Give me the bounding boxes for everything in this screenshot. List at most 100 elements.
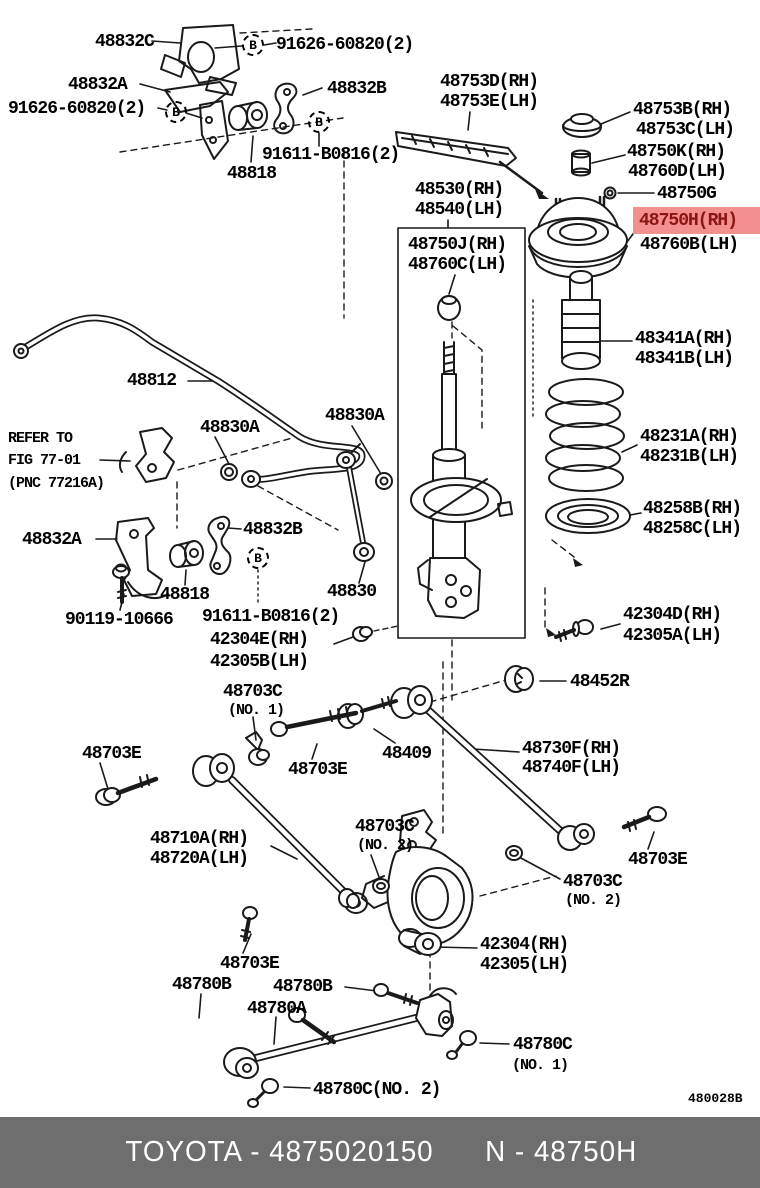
part-label: 48830A: [200, 418, 260, 438]
footer-part-code: N - 48750H: [485, 1136, 638, 1168]
part-label: 48540(LH): [415, 200, 504, 220]
seat-plate-48753d-drawing: [395, 131, 517, 167]
part-label: 48753D(RH): [440, 72, 539, 92]
nut-48750g-drawing: [603, 186, 617, 200]
part-label: 48780C: [513, 1035, 573, 1055]
rod-48710a-drawing: [192, 753, 368, 914]
part-label: 48231A(RH): [640, 427, 739, 447]
b-callout-marker: B: [165, 101, 187, 123]
part-label: 48530(RH): [415, 180, 504, 200]
stabilizer-bar-drawing: [13, 314, 366, 488]
support-48750h-drawing: [528, 195, 628, 279]
b-callout-marker: B: [247, 547, 269, 569]
part-label: 48818: [227, 164, 277, 184]
bolt-90119-10666-drawing: [112, 563, 130, 604]
part-label: 48740F(LH): [522, 758, 621, 778]
coil-spring-48231a-drawing: [545, 378, 625, 492]
clamp-48832b-lower-drawing: [207, 515, 232, 575]
bushing-48818-lower-drawing: [169, 540, 204, 568]
part-label: 42304E(RH): [210, 630, 309, 650]
part-label: 48780B: [172, 975, 232, 995]
part-label: 91611-B0816(2): [202, 607, 340, 627]
part-label: 48703C: [355, 817, 415, 837]
footer-catalog-number: TOYOTA - 4875020150: [125, 1136, 434, 1168]
part-label: 48703C: [223, 682, 283, 702]
part-label: (NO. 1): [512, 1057, 569, 1074]
part-label: 48812: [127, 371, 177, 391]
knuckle-42304-drawing: [361, 809, 474, 956]
part-label: 48750J(RH): [408, 235, 507, 255]
bolt-48780b-mid-drawing: [373, 983, 419, 1006]
strut-box: [397, 227, 526, 639]
refer-bracket-77216a-drawing: [118, 427, 175, 483]
bolt-48780b-left-drawing: [288, 1007, 337, 1045]
assembly-arrow: [498, 160, 549, 199]
part-label: 48341B(LH): [635, 349, 734, 369]
part-label: FIG 77-01: [8, 452, 81, 469]
part-label: 48780B: [273, 977, 333, 997]
part-label: 48832C: [95, 32, 155, 52]
highlighted-part-label: 48750H(RH): [633, 207, 760, 234]
part-label: 48832B: [327, 79, 387, 99]
part-label: 48720A(LH): [150, 849, 249, 869]
diagram-artwork: [13, 24, 667, 1108]
part-label: (NO. 2): [357, 837, 414, 854]
bolt-42304d-drawing: [554, 619, 594, 642]
part-label: 48703E: [220, 954, 280, 974]
bushing-48703c-no2-left-drawing: [338, 878, 390, 909]
part-label: 48780A: [247, 999, 307, 1019]
bracket-48832c-drawing: [160, 24, 240, 96]
bushing-48703c-no2-right-drawing: [505, 845, 523, 861]
part-label: 48703E: [82, 744, 142, 764]
diagram-ref-code: 480028B: [688, 1091, 743, 1106]
part-label: 48750G: [657, 184, 717, 204]
part-label: 48830: [327, 582, 377, 602]
part-label: 48818: [160, 585, 210, 605]
part-label: 48231B(LH): [640, 447, 739, 467]
part-label: 48258B(RH): [643, 499, 742, 519]
part-label: 48832A: [22, 530, 82, 550]
rod-48730f-drawing: [390, 685, 595, 851]
b-callout-marker: B: [308, 111, 330, 133]
part-label: 42304D(RH): [623, 605, 722, 625]
ball-joint-48780c-no1-drawing: [446, 1030, 477, 1060]
part-label: 91626-60820(2): [276, 35, 414, 55]
part-label: 90119-10666: [65, 610, 174, 630]
part-label: 42305A(LH): [623, 626, 722, 646]
part-label: 48750K(RH): [627, 142, 726, 162]
clamp-48832b-top-drawing: [273, 82, 298, 135]
bolt-48703e-left-drawing: [95, 774, 159, 806]
leader-lines: [95, 40, 655, 1089]
part-label: (NO. 2): [565, 892, 622, 909]
bolt-48703e-mid-drawing: [270, 706, 359, 737]
part-label: 48760B(LH): [640, 235, 739, 255]
part-label: 91611-B0816(2): [262, 145, 400, 165]
spring-seat-48258b-drawing: [545, 498, 631, 534]
part-label: 48730F(RH): [522, 739, 621, 759]
part-label: 91626-60820(2): [8, 99, 146, 119]
bushing-48818-top-drawing: [228, 101, 268, 131]
part-label: 48760D(LH): [628, 162, 727, 182]
stabilizer-link-nut-48830a-drawing: [220, 463, 238, 481]
part-label: 48341A(RH): [635, 329, 734, 349]
bushing-48703c-no1-drawing: [245, 731, 270, 766]
part-label: 48452R: [570, 672, 630, 692]
part-label: 48258C(LH): [643, 519, 742, 539]
part-label: 48703E: [628, 850, 688, 870]
ball-joint-48780c-no2-drawing: [247, 1078, 279, 1108]
dashed-guide-lines: [119, 28, 579, 1001]
bracket-48832a-lower-drawing: [115, 517, 169, 599]
rod-48780a-drawing: [223, 987, 457, 1079]
bolt-48703e-right-drawing: [621, 806, 667, 832]
part-label: 42305(LH): [480, 955, 569, 975]
dust-seal-48753b-drawing: [562, 113, 602, 138]
part-label: (NO. 1): [228, 702, 285, 719]
part-label: 48753E(LH): [440, 92, 539, 112]
part-label: 48703C: [563, 872, 623, 892]
part-label: (PNC 77216A): [8, 475, 105, 492]
bump-stop-48341a-drawing: [561, 270, 601, 370]
part-label: 48753B(RH): [633, 100, 732, 120]
part-label: REFER TO: [8, 430, 73, 447]
part-label: 48832B: [243, 520, 303, 540]
